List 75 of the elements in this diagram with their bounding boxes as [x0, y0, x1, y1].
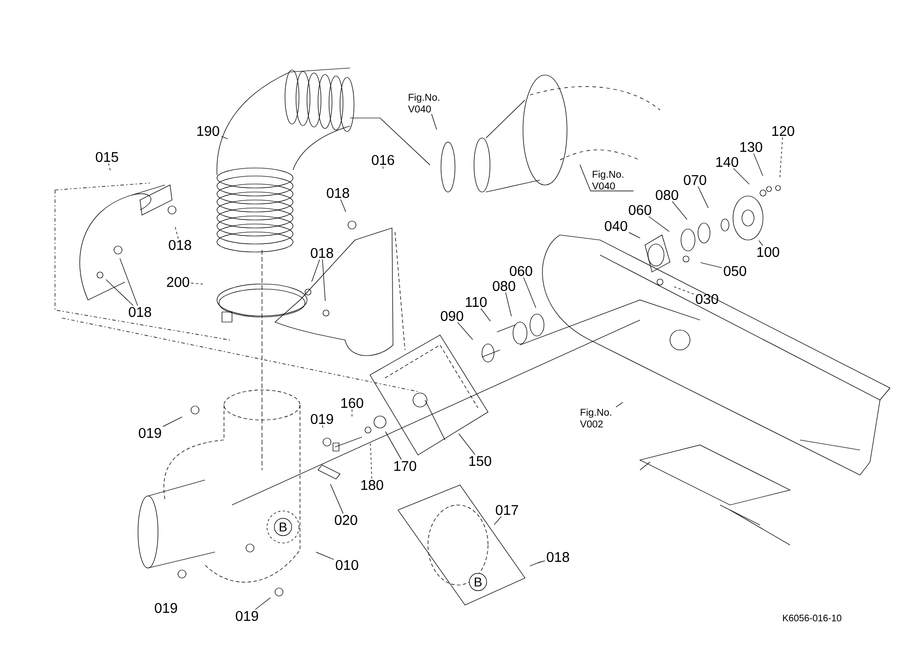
leader-line: [672, 201, 688, 220]
callout-number: 080: [656, 190, 678, 200]
leader-line: [330, 484, 344, 514]
leader-line: [700, 262, 722, 268]
callout-number: 019: [138, 428, 162, 438]
leader-line: [733, 168, 750, 185]
callout-number: 090: [440, 311, 464, 321]
callout-number: 016: [372, 155, 394, 165]
callout-number: 170: [394, 461, 416, 471]
callout-number: 200: [166, 277, 190, 287]
leader-line: [382, 166, 384, 172]
callout-number: 015: [96, 152, 118, 162]
leader-line: [316, 552, 334, 560]
callout-number: 060: [510, 266, 532, 276]
leader-line: [779, 137, 783, 180]
drawing-number: K6056-016-10: [783, 614, 842, 622]
figure-reference: Fig.No. V002: [580, 408, 612, 428]
callout-number: 150: [469, 456, 492, 466]
leader-line: [616, 402, 624, 408]
callout-number: 110: [466, 297, 487, 307]
callout-number: 019: [310, 414, 334, 424]
callout-number: 100: [757, 247, 780, 257]
leader-line: [674, 286, 694, 294]
callout-number: 018: [168, 240, 192, 250]
callout-number: 010: [336, 560, 358, 570]
callout-number: 130: [740, 142, 762, 152]
leader-line: [120, 258, 138, 306]
leader-line: [758, 240, 764, 246]
callout-number: 040: [604, 221, 628, 231]
leader-line: [580, 164, 634, 192]
callout-number: 190: [197, 126, 220, 136]
leader-line: [457, 322, 474, 340]
callout-number: 018: [546, 552, 570, 562]
leader-line: [458, 433, 476, 455]
callout-number: 018: [326, 188, 350, 198]
callout-number: 080: [492, 281, 516, 291]
leader-line: [190, 282, 204, 284]
callout-number: 060: [628, 205, 652, 215]
leader-line: [753, 153, 764, 176]
callout-number: 030: [696, 294, 718, 304]
leader-line: [494, 516, 502, 525]
leader-line: [162, 416, 182, 427]
leader-line: [106, 279, 134, 306]
leader-line: [385, 431, 402, 460]
leader-line: [628, 232, 640, 238]
leader-line: [537, 560, 546, 564]
leader-line: [340, 199, 346, 212]
leader-line: [523, 277, 536, 308]
callout-number: 070: [684, 175, 706, 185]
figure-reference: Fig.No. V040: [592, 170, 624, 190]
callout-number: 120: [772, 126, 794, 136]
leader-line: [370, 442, 372, 479]
callout-number: 018: [310, 248, 334, 258]
leader-line: [480, 308, 491, 322]
leader-line: [311, 259, 320, 282]
callout-number: 050: [724, 266, 746, 276]
callout-number: 017: [496, 505, 518, 515]
leader-line: [505, 292, 512, 317]
callout-number: 019: [236, 611, 258, 621]
leader-line: [322, 259, 326, 302]
callout-number: 019: [154, 603, 178, 613]
leader-line: [431, 114, 437, 130]
leader-line: [322, 425, 324, 430]
callout-number: 160: [341, 398, 364, 408]
callout-number: 140: [716, 157, 738, 167]
leader-line: [698, 186, 709, 208]
callout-number: 018: [128, 307, 152, 317]
callout-number: 180: [361, 480, 384, 490]
leader-line: [220, 136, 228, 140]
callout-number: 020: [334, 515, 358, 525]
leader-line: [648, 216, 670, 232]
figure-reference: Fig.No. V040: [408, 93, 440, 112]
leader-line: [108, 163, 111, 172]
leader-line: [174, 225, 179, 239]
leader-line: [254, 597, 271, 610]
